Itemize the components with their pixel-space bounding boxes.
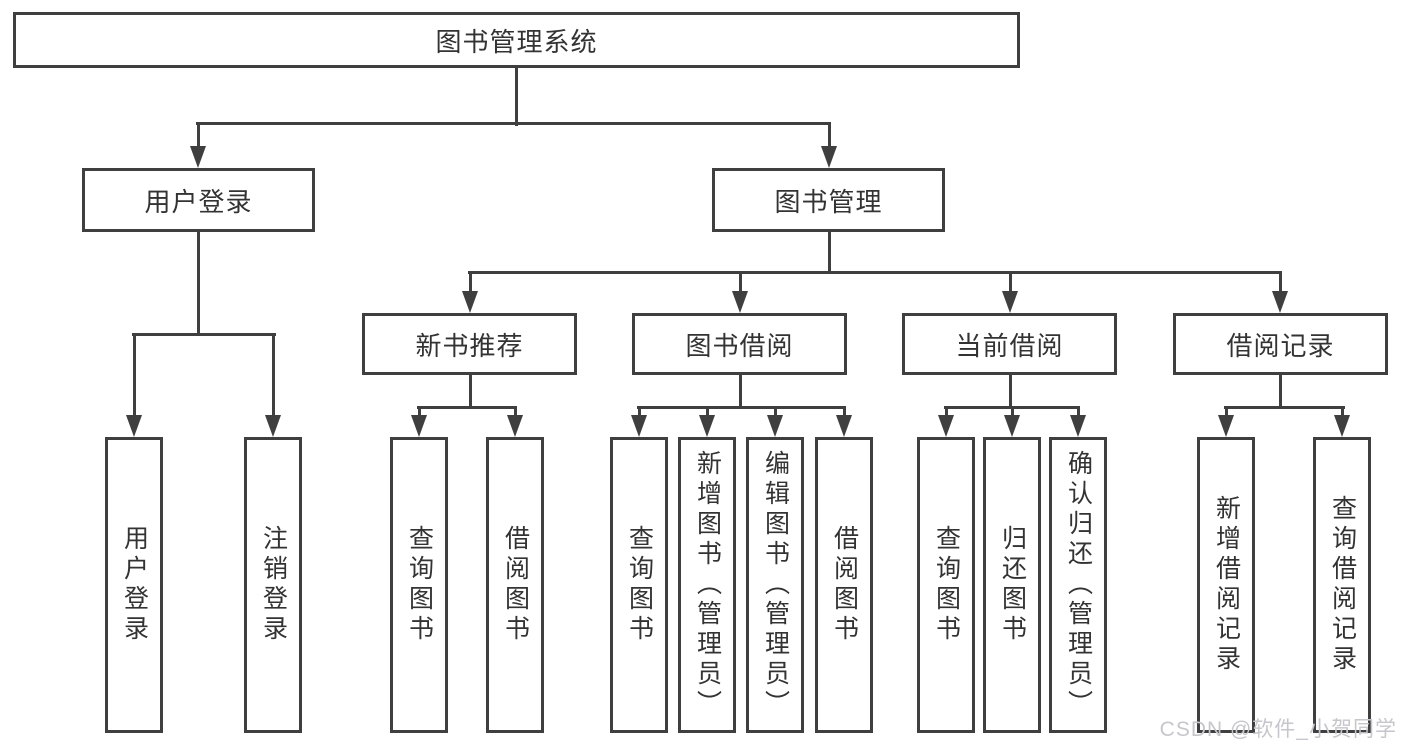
node-root-label: 图书管理系统 (435, 26, 598, 57)
connector-stub-level3 (469, 271, 472, 296)
connector-stub-leaf (1225, 406, 1228, 421)
leaf-query-book-current: 查询图书 (917, 437, 975, 733)
connector-book-borrow-trunk (739, 375, 742, 409)
arrow-down-icon (1004, 415, 1020, 437)
arrow-down-icon (411, 415, 427, 437)
arrow-down-icon (1218, 415, 1234, 437)
connector-user-login-branch (132, 333, 276, 336)
leaf-add-borrow-record-label: 新增借阅记录 (1212, 495, 1241, 675)
connector-stub-leaf (774, 406, 777, 421)
leaf-query-borrow-record: 查询借阅记录 (1313, 437, 1371, 733)
node-current-borrow: 当前借阅 (902, 313, 1117, 375)
arrow-down-icon (462, 291, 478, 313)
arrow-down-icon (265, 415, 281, 437)
arrow-down-icon (699, 415, 715, 437)
arrow-down-icon (126, 415, 142, 437)
leaf-user-login: 用户登录 (105, 437, 163, 733)
connector-stub-leaf (514, 406, 517, 421)
node-new-book-recommend-label: 新书推荐 (415, 330, 524, 361)
node-borrow-record-label: 借阅记录 (1226, 330, 1335, 361)
leaf-logout: 注销登录 (244, 437, 302, 733)
connector-book-borrow-branch (637, 406, 846, 409)
connector-level3-branch (468, 271, 1282, 274)
connector-stub-leaf (1341, 406, 1344, 421)
leaf-borrow-book-recommend: 借阅图书 (486, 437, 544, 733)
leaf-query-book-recommend-label: 查询图书 (405, 525, 434, 645)
leaf-add-book-admin: 新增图书（管理员） (678, 437, 736, 733)
connector-level2-branch (196, 122, 831, 125)
node-new-book-recommend: 新书推荐 (362, 313, 577, 375)
connector-stub-level3 (739, 271, 742, 296)
node-user-login-label: 用户登录 (144, 186, 253, 217)
connector-stub-leaf (1011, 406, 1014, 421)
leaf-logout-label: 注销登录 (259, 525, 288, 645)
leaf-borrow-book: 借阅图书 (815, 437, 873, 733)
arrow-down-icon (190, 146, 206, 168)
leaf-add-book-admin-label: 新增图书（管理员） (693, 450, 722, 720)
leaf-edit-book-admin: 编辑图书（管理员） (746, 437, 804, 733)
connector-borrow-record-trunk (1279, 375, 1282, 409)
leaf-edit-book-admin-label: 编辑图书（管理员） (761, 450, 790, 720)
connector-stub-level3 (1279, 271, 1282, 296)
arrow-down-icon (732, 291, 748, 313)
node-current-borrow-label: 当前借阅 (955, 330, 1064, 361)
arrow-down-icon (767, 415, 783, 437)
connector-stub-leaf (843, 406, 846, 421)
leaf-add-borrow-record: 新增借阅记录 (1197, 437, 1255, 733)
leaf-borrow-book-label: 借阅图书 (830, 525, 859, 645)
leaf-confirm-return-admin: 确认归还（管理员） (1049, 437, 1107, 733)
connector-book-management-trunk (828, 232, 831, 274)
arrow-down-icon (836, 415, 852, 437)
connector-stub-leaf (418, 406, 421, 421)
leaf-borrow-book-recommend-label: 借阅图书 (501, 525, 530, 645)
arrow-down-icon (1070, 415, 1086, 437)
arrow-down-icon (507, 415, 523, 437)
connector-stub-leaf (133, 333, 136, 418)
watermark: CSDN @软件_小贺同学 (1159, 718, 1397, 741)
arrow-down-icon (1002, 291, 1018, 313)
connector-new-book-branch (417, 406, 517, 409)
connector-stub-level3 (1009, 271, 1012, 296)
connector-stub-leaf (638, 406, 641, 421)
leaf-query-borrow-record-label: 查询借阅记录 (1328, 495, 1357, 675)
leaf-query-book-recommend: 查询图书 (390, 437, 448, 733)
node-book-borrow-label: 图书借阅 (685, 330, 794, 361)
connector-current-borrow-trunk (1009, 375, 1012, 409)
leaf-query-book-borrow-label: 查询图书 (625, 525, 654, 645)
node-root: 图书管理系统 (13, 12, 1020, 68)
arrow-down-icon (938, 415, 954, 437)
connector-stub-book-management (828, 122, 831, 152)
connector-user-login-trunk (197, 232, 200, 336)
leaf-user-login-label: 用户登录 (120, 525, 149, 645)
arrow-down-icon (821, 146, 837, 168)
connector-stub-leaf (706, 406, 709, 421)
arrow-down-icon (1272, 291, 1288, 313)
leaf-return-book: 归还图书 (983, 437, 1041, 733)
leaf-query-book-borrow: 查询图书 (610, 437, 668, 733)
connector-stub-leaf (272, 333, 275, 418)
node-user-login: 用户登录 (82, 168, 315, 232)
connector-new-book-trunk (469, 375, 472, 409)
node-borrow-record: 借阅记录 (1173, 313, 1388, 375)
connector-stub-user-login (197, 122, 200, 152)
leaf-query-book-current-label: 查询图书 (932, 525, 961, 645)
connector-borrow-record-branch (1224, 406, 1345, 409)
node-book-management: 图书管理 (712, 168, 945, 232)
node-book-management-label: 图书管理 (774, 186, 883, 217)
arrow-down-icon (631, 415, 647, 437)
node-book-borrow: 图书借阅 (632, 313, 847, 375)
arrow-down-icon (1334, 415, 1350, 437)
connector-stub-leaf (1077, 406, 1080, 421)
connector-root-trunk (515, 68, 518, 126)
leaf-confirm-return-admin-label: 确认归还（管理员） (1064, 450, 1093, 720)
connector-stub-leaf (945, 406, 948, 421)
leaf-return-book-label: 归还图书 (998, 525, 1027, 645)
